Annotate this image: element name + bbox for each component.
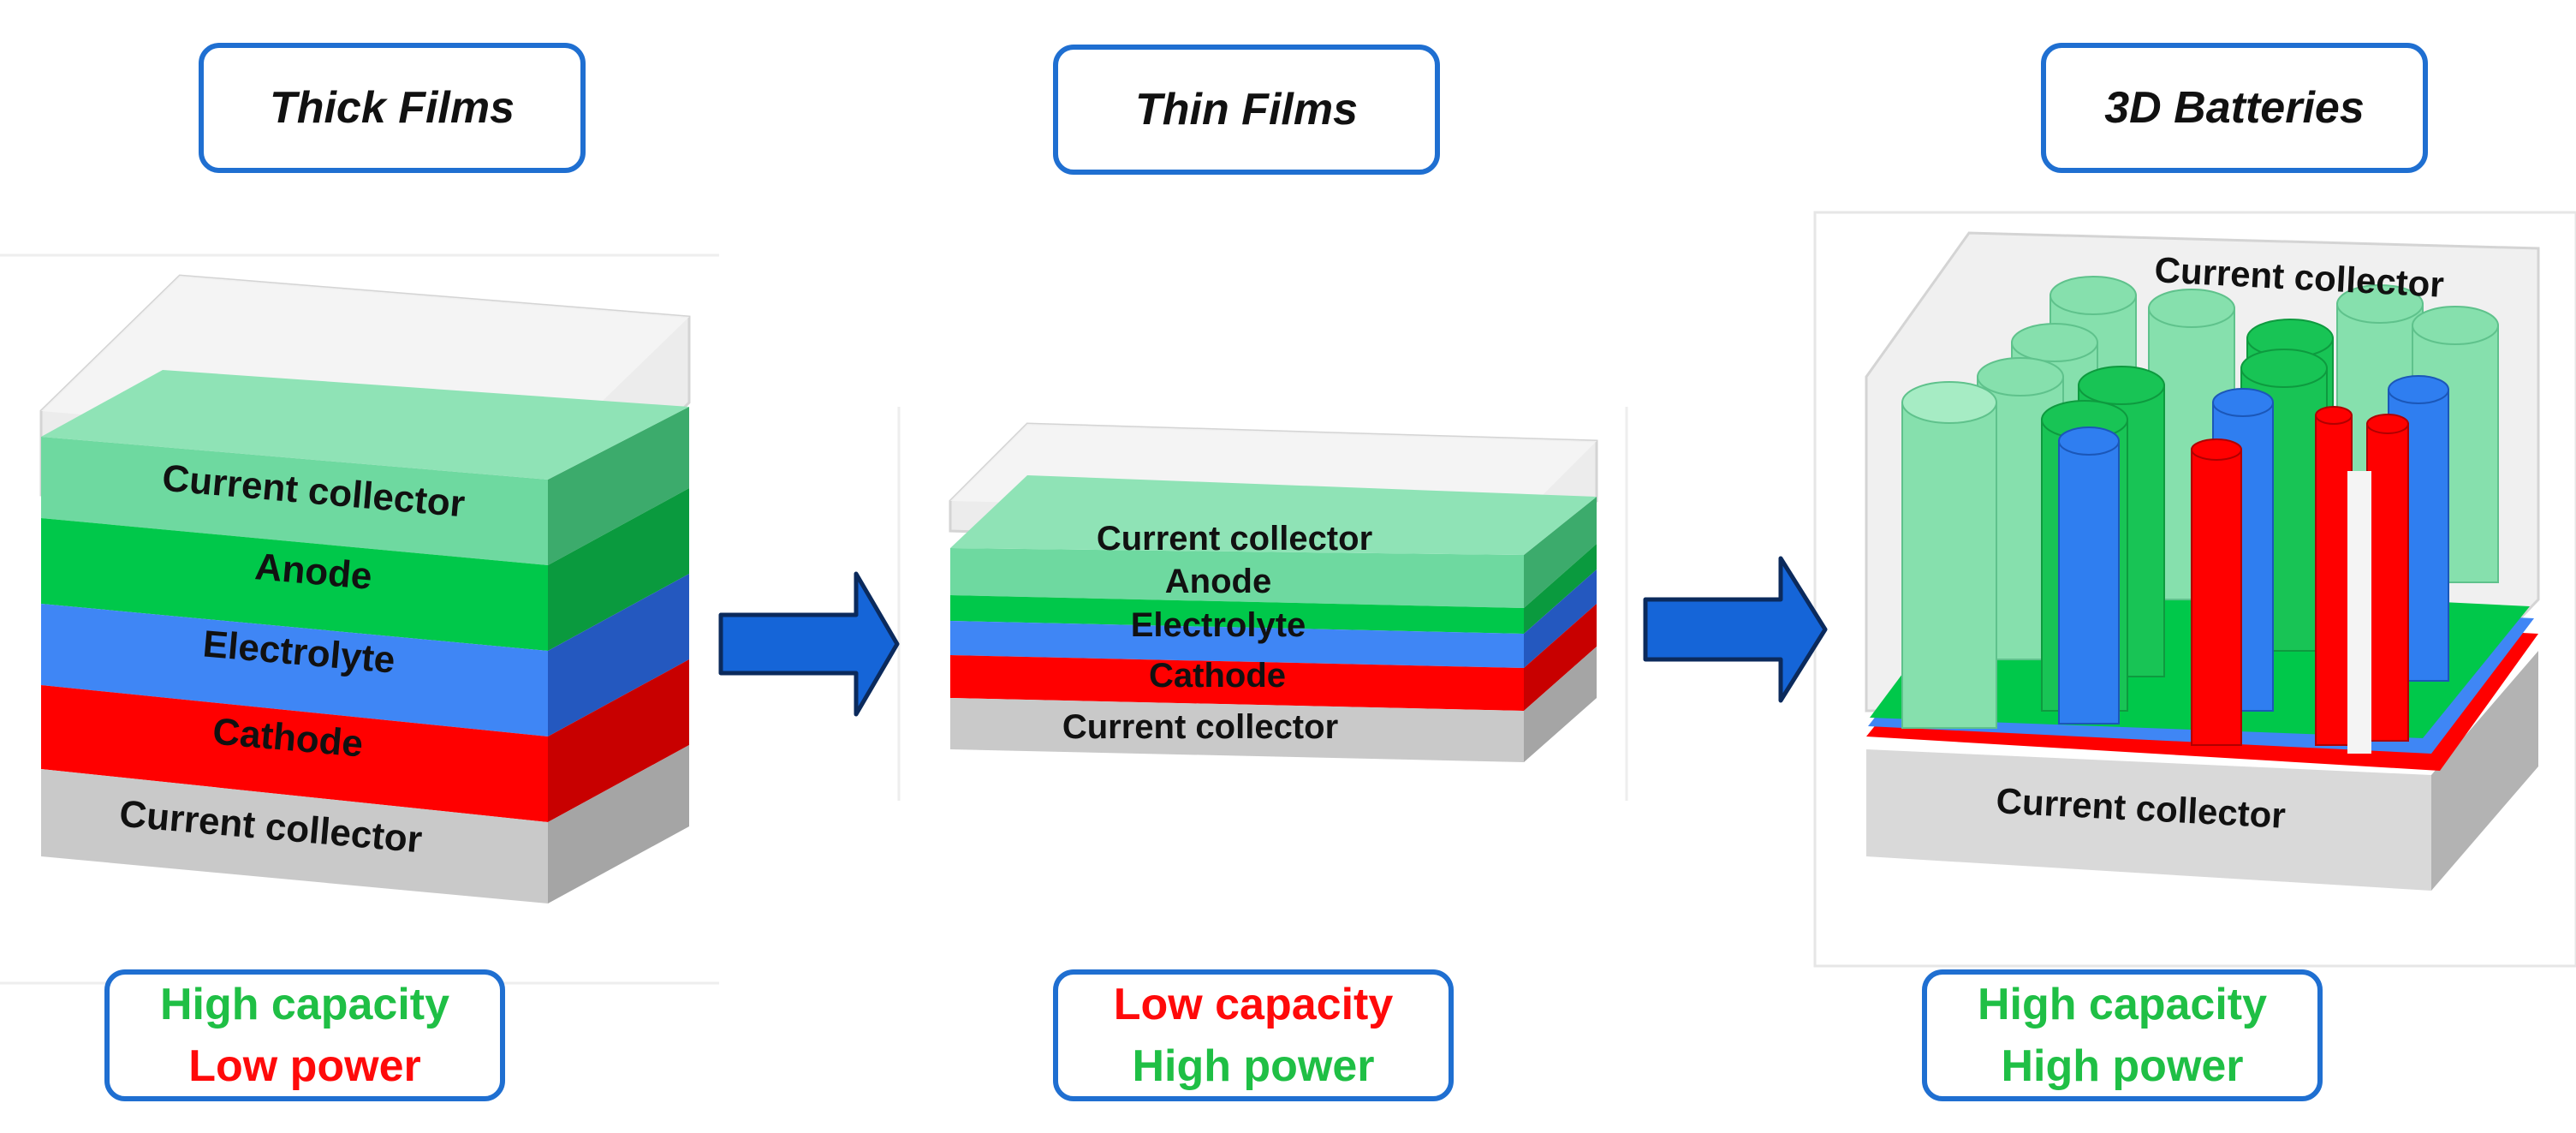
thick-films-title: Thick Films <box>199 43 586 173</box>
arrow-right-icon <box>718 571 900 717</box>
thick-electrolyte-front <box>41 604 548 736</box>
thin-property-1: Low capacity <box>1113 980 1394 1029</box>
3d-batteries-title: 3D Batteries <box>2041 43 2428 173</box>
thick-films-properties: High capacity Low power <box>104 969 505 1101</box>
thin-films-stack: Current collector Anode Electrolyte Cath… <box>949 422 1598 762</box>
thin-collector-top-front <box>950 548 1524 608</box>
3d-battery-structure: Current collector Current collector <box>1865 231 2540 891</box>
arrow-right-icon <box>1643 556 1828 703</box>
thin-collector-bottom-front <box>950 698 1524 762</box>
thick-property-1: High capacity <box>159 980 450 1029</box>
thin-layer-label-3: Electrolyte <box>1131 606 1306 644</box>
3d-base-front <box>1866 749 2431 891</box>
thick-films-stack: Current collector Anode Electrolyte Cath… <box>39 274 691 903</box>
thick-collector-bottom-front <box>41 769 548 903</box>
thin-layer-label-5: Current collector <box>1062 708 1338 746</box>
thin-layer-label-4: Cathode <box>1149 657 1286 695</box>
thin-property-2: High power <box>1132 1041 1375 1091</box>
thin-cathode-front <box>950 655 1524 711</box>
thin-layer-label-1: Current collector <box>1097 520 1372 558</box>
3d-property-2: High power <box>2001 1041 2244 1091</box>
thin-electrolyte-front <box>950 621 1524 668</box>
3d-property-1: High capacity <box>1977 980 2268 1029</box>
thin-films-properties: Low capacity High power <box>1053 969 1454 1101</box>
thick-property-2: Low power <box>188 1041 421 1091</box>
thick-layer-label-2: Anode <box>253 546 374 598</box>
thick-cathode-front <box>41 685 548 822</box>
thin-films-title: Thin Films <box>1053 45 1440 175</box>
thick-anode-front <box>41 518 548 651</box>
3d-batteries-properties: High capacity High power <box>1922 969 2323 1101</box>
thin-layer-label-2: Anode <box>1165 563 1271 600</box>
